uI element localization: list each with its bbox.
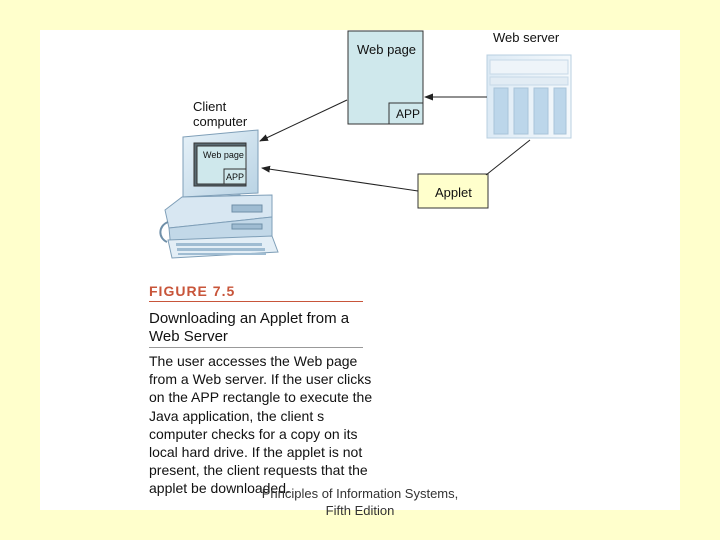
applet-box-label: Applet bbox=[435, 185, 472, 200]
figure-number: FIGURE 7.5 bbox=[149, 283, 236, 299]
figure-title-divider bbox=[149, 347, 363, 348]
app-box-label: APP bbox=[396, 107, 420, 121]
figure-caption: The user accesses the Web page from a We… bbox=[149, 353, 373, 497]
connector-server-to-applet bbox=[485, 139, 531, 176]
web-server-label: Web server bbox=[493, 30, 560, 45]
screen-app-label: APP bbox=[226, 172, 244, 182]
client-computer-label: Client computer bbox=[193, 99, 247, 129]
screen-app-box bbox=[223, 168, 247, 185]
figure-divider bbox=[149, 301, 363, 302]
client-label-text: Client computer bbox=[193, 99, 248, 129]
webpage-box: Web page APP bbox=[347, 30, 424, 125]
slide-footer: Principles of Information Systems, Fifth… bbox=[230, 485, 490, 519]
screen-webpage-label: Web page bbox=[203, 150, 244, 160]
keyboard-keys bbox=[176, 243, 266, 255]
arrow-webpage-to-client bbox=[259, 99, 348, 142]
app-box bbox=[388, 102, 424, 125]
footer-line-1: Principles of Information Systems, bbox=[261, 486, 459, 501]
client-computer: Web page APP bbox=[159, 129, 279, 259]
footer-line-2: Fifth Edition bbox=[325, 503, 395, 518]
server-drive-bays bbox=[493, 87, 567, 135]
figure-title: Downloading an Applet from a Web Server bbox=[149, 310, 350, 345]
web-server bbox=[486, 54, 572, 139]
applet-box: Applet bbox=[417, 173, 489, 209]
webpage-box-label: Web page bbox=[357, 42, 416, 57]
arrow-applet-to-client bbox=[261, 165, 419, 192]
